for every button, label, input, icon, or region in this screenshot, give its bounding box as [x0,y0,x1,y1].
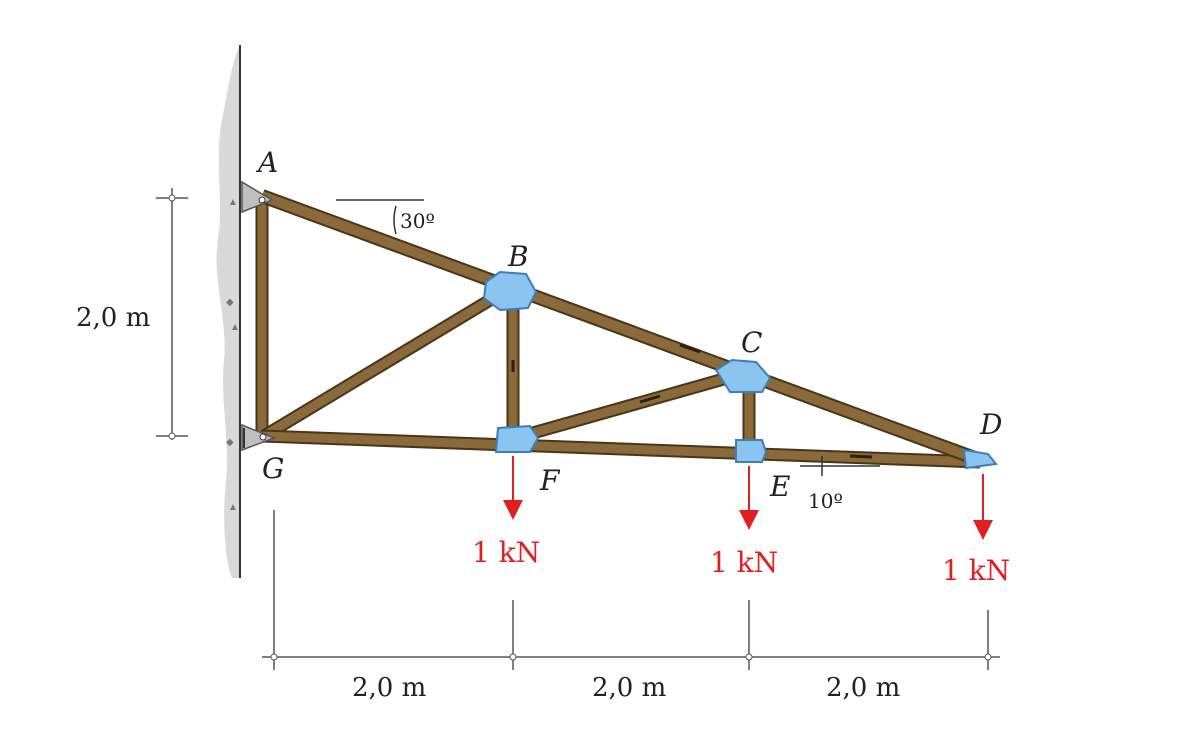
gusset-C [714,358,772,393]
gusset-plates [482,270,998,470]
gusset-E [735,439,768,463]
gusset-B [482,270,538,312]
load-label-D: 1 kN [942,554,1010,587]
node-label-F: F [539,464,561,497]
wall: ▲ ◆ ▲ ◆ ▲ [216,45,241,578]
supports [241,180,277,452]
span-dimensions: 2,0 m 2,0 m 2,0 m [262,510,1000,703]
wood-knot [849,454,873,459]
node-label-C: C [741,326,762,359]
angle-10-label: 10º [808,489,843,513]
span-dim-label-1: 2,0 m [352,673,426,703]
angle-30-arc [393,205,397,235]
height-dim-dot-bottom [168,432,176,440]
node-label-E: E [769,470,790,503]
wood-knot [679,343,701,354]
node-label-A: A [255,146,278,179]
span-dim-dot [270,653,278,661]
pin-A [258,196,266,204]
span-dim-dot [984,653,992,661]
member-FC [513,370,740,443]
angle-30: 30º [336,199,435,235]
member-bottom-chord [261,431,981,467]
node-labels: A B C D E F G [255,146,1002,503]
pin-G [259,433,267,441]
load-label-F: 1 kN [472,536,540,569]
wall-hatch [216,45,240,578]
support-G [241,423,277,452]
angle-30-label: 30º [400,209,435,233]
height-dim-dot-top [168,194,176,202]
gusset-D [962,448,998,470]
loads: 1 kN 1 kN 1 kN [472,456,1010,587]
node-label-G: G [262,452,284,485]
node-label-D: D [979,408,1002,441]
truss-members [255,189,983,469]
span-dim-dot [509,653,517,661]
support-A [241,180,274,214]
span-dim-label-2: 2,0 m [592,673,666,703]
member-top-chord [260,191,982,465]
wood-knot [639,394,661,404]
span-dim-dot [745,653,753,661]
gusset-F [494,424,540,453]
wall-mark: ◆ [226,437,234,448]
wall-mark: ▲ [228,502,238,513]
load-label-E: 1 kN [710,546,778,579]
node-label-B: B [507,240,529,273]
wall-mark: ◆ [226,297,234,308]
height-dimension: 2,0 m [76,188,188,440]
height-dim-label: 2,0 m [76,303,150,333]
wall-mark: ▲ [230,322,240,333]
angle-10: 10º [800,456,880,513]
member-GB [261,290,503,440]
wall-mark: ▲ [228,197,238,208]
span-dim-label-3: 2,0 m [826,673,900,703]
